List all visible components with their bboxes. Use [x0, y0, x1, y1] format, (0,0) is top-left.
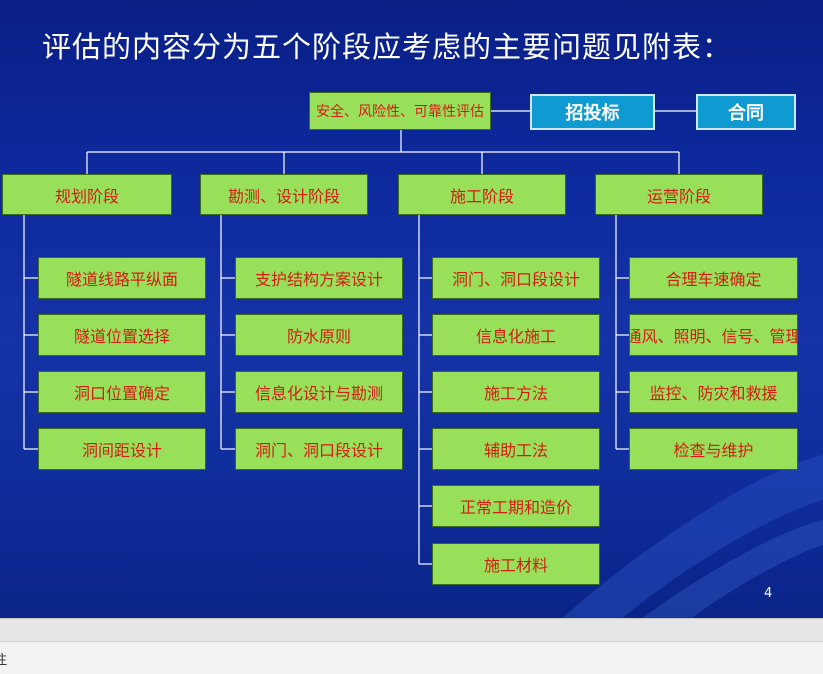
- contract-node: 合同: [696, 94, 796, 130]
- design-item-3: 信息化设计与勘测: [235, 371, 403, 413]
- planning-item-4: 洞间距设计: [38, 428, 206, 470]
- operation-item-1: 合理车速确定: [629, 257, 798, 299]
- design-item-4: 洞门、洞口段设计: [235, 428, 403, 470]
- construction-item-2: 信息化施工: [432, 314, 600, 356]
- background-swoosh: [562, 455, 823, 618]
- notes-label: 注: [0, 653, 8, 668]
- operation-item-3: 监控、防灾和救援: [629, 371, 798, 413]
- root-node: 安全、风险性、可靠性评估: [309, 92, 491, 130]
- operation-item-4: 检查与维护: [629, 428, 798, 470]
- operation-item-2: 通风、照明、信号、管理: [629, 314, 798, 356]
- planning-item-2: 隧道位置选择: [38, 314, 206, 356]
- planning-item-3: 洞口位置确定: [38, 371, 206, 413]
- notes-pane[interactable]: 注: [0, 618, 823, 674]
- stage-planning: 规划阶段: [2, 174, 172, 215]
- design-item-2: 防水原则: [235, 314, 403, 356]
- page-number: 4: [764, 586, 773, 601]
- construction-item-3: 施工方法: [432, 371, 600, 413]
- stage-survey-design: 勘测、设计阶段: [200, 174, 368, 215]
- construction-item-6: 施工材料: [432, 543, 600, 585]
- construction-item-5: 正常工期和造价: [432, 485, 600, 527]
- construction-item-1: 洞门、洞口段设计: [432, 257, 600, 299]
- slide: 评估的内容分为五个阶段应考虑的主要问题见附表：: [0, 0, 823, 618]
- planning-item-1: 隧道线路平纵面: [38, 257, 206, 299]
- slide-title: 评估的内容分为五个阶段应考虑的主要问题见附表：: [42, 30, 733, 64]
- stage-operation: 运营阶段: [595, 174, 763, 215]
- tendering-node: 招投标: [530, 94, 655, 130]
- design-item-1: 支护结构方案设计: [235, 257, 403, 299]
- construction-item-4: 辅助工法: [432, 428, 600, 470]
- notes-divider[interactable]: [0, 619, 823, 642]
- connector-lines: [23, 110, 696, 565]
- stage-construction: 施工阶段: [398, 174, 566, 215]
